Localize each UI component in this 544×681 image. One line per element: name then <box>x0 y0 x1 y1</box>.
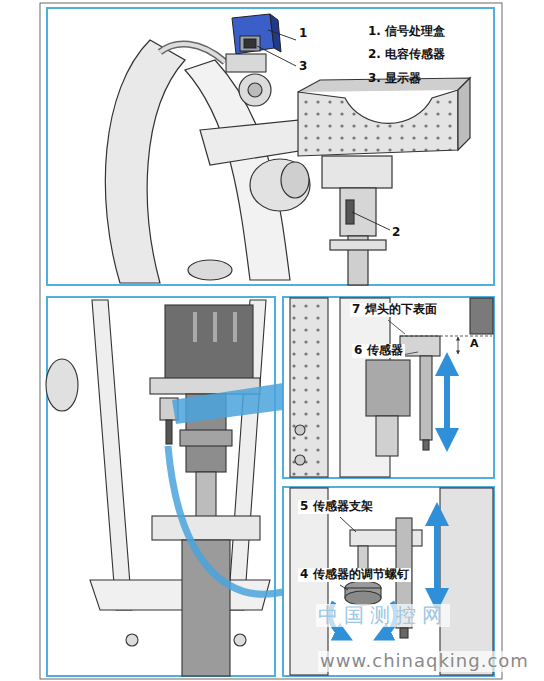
illustration-part <box>388 320 405 334</box>
illustration-part <box>172 383 283 424</box>
illustration-part <box>376 416 398 456</box>
illustration-part <box>434 514 440 600</box>
illustration-part <box>366 360 410 416</box>
illustration-part <box>295 455 305 465</box>
illustration-part <box>458 78 470 150</box>
illustration-part <box>250 159 310 211</box>
illustration-part <box>458 337 459 354</box>
key-item: 1. 信号处理盒 <box>366 25 447 39</box>
key-item: 2. 电容传感器 <box>366 48 447 62</box>
callout-number: 3 <box>297 60 309 74</box>
illustration-part <box>105 40 310 283</box>
watermark: www.chinaqking.com <box>318 651 531 672</box>
illustration-part <box>92 300 132 610</box>
illustration-part <box>46 300 270 676</box>
illustration-part <box>166 420 172 444</box>
illustration-part <box>226 54 266 72</box>
illustration-part <box>340 188 376 236</box>
illustration-part <box>248 83 262 97</box>
illustration-part <box>160 44 225 62</box>
illustration-part <box>46 359 78 411</box>
illustration-part <box>400 336 440 356</box>
illustration-part <box>298 90 458 156</box>
dimension-label: A <box>468 338 481 351</box>
illustration-part <box>196 472 216 518</box>
illustration-part <box>226 14 281 72</box>
callout-number: 2 <box>390 226 402 240</box>
illustration-part <box>90 580 270 610</box>
illustration-part <box>340 517 356 532</box>
illustration-part <box>188 260 232 280</box>
illustration-part <box>290 298 328 477</box>
illustration-part <box>352 212 390 230</box>
illustration-part <box>423 440 429 450</box>
illustration-part <box>290 488 493 675</box>
callout-label: 4 传感器的调节螺钉 <box>298 568 411 582</box>
key-item: 3. 显示器 <box>366 72 423 86</box>
illustration-part <box>244 39 256 48</box>
illustration-part <box>268 30 296 40</box>
illustration-part <box>126 634 138 646</box>
illustration-part <box>165 305 253 383</box>
illustration-part <box>444 364 450 440</box>
illustration-part <box>290 298 493 477</box>
illustration-part <box>345 591 381 605</box>
illustration-part <box>283 487 494 676</box>
illustration-part <box>47 8 494 676</box>
illustration-part <box>234 634 246 646</box>
illustration-part <box>168 446 283 594</box>
illustration-part <box>420 356 432 440</box>
illustration-part <box>400 628 408 638</box>
callout-label: 5 传感器支架 <box>298 500 375 514</box>
watermark: 中国测控网 <box>316 604 450 627</box>
illustration-part <box>330 240 386 250</box>
illustration-part <box>200 120 305 165</box>
illustration-part <box>400 336 492 337</box>
illustration-part <box>440 488 493 675</box>
illustration-part <box>47 297 275 676</box>
illustration-part <box>283 297 494 478</box>
illustration-part <box>257 46 296 66</box>
illustration-part <box>232 14 274 54</box>
illustration-part <box>160 44 225 62</box>
illustration-part <box>195 312 235 342</box>
illustration-part <box>240 36 260 51</box>
illustration-part <box>47 8 494 285</box>
callout-label: 6 传感器 <box>352 344 405 358</box>
illustration-part <box>239 74 271 106</box>
illustration-part <box>105 40 185 283</box>
illustration-part <box>180 430 232 446</box>
callout-number: 1 <box>297 27 309 41</box>
callout-label: 7 焊头的下表面 <box>350 303 439 317</box>
illustration-part <box>322 156 392 188</box>
illustration-part <box>298 78 470 285</box>
illustration-part <box>152 516 260 540</box>
illustration-part <box>470 298 493 334</box>
illustration-part <box>295 425 305 435</box>
illustration-part <box>281 162 309 198</box>
illustration-part <box>340 585 348 590</box>
illustration-part <box>40 3 502 679</box>
